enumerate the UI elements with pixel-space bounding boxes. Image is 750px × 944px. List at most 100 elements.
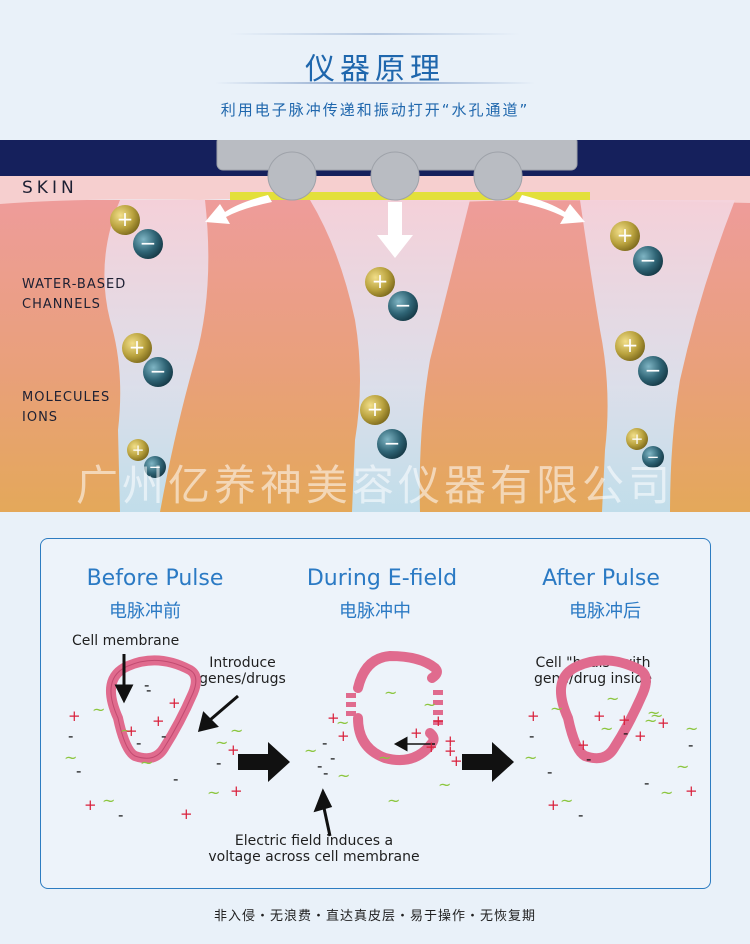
water-channels-label: WATER-BASED CHANNELS [22, 275, 126, 315]
negative-charge-symbol: - [688, 736, 693, 754]
negative-charge-symbol: - [578, 806, 583, 824]
arrow-right [518, 195, 585, 224]
efield-pointer [313, 788, 333, 813]
molecules-label-line2: IONS [22, 410, 59, 425]
molecule-symbol: ~ [140, 753, 153, 772]
molecule-symbol: ~ [560, 791, 573, 810]
negative-ion: − [642, 446, 664, 468]
positive-charge-symbol: + [685, 782, 698, 800]
efield-note: Electric field induces a voltage across … [196, 833, 432, 865]
molecule-symbol: ~ [524, 748, 537, 767]
cell-membrane-after [556, 655, 651, 764]
molecule-symbol: ~ [650, 706, 663, 725]
water-channels-label-line1: WATER-BASED [22, 277, 127, 292]
molecule-symbol: ~ [423, 695, 436, 714]
positive-charge-symbol: + [410, 724, 423, 742]
svg-text:−: − [645, 358, 662, 382]
arrow-left [205, 195, 272, 224]
svg-text:−: − [384, 431, 401, 455]
positive-charge-symbol: + [425, 738, 438, 756]
water-channels-label-line2: CHANNELS [22, 297, 101, 312]
positive-charge-symbol: + [152, 712, 165, 730]
positive-charge-symbol: + [634, 727, 647, 745]
negative-ion: − [638, 356, 668, 386]
molecule-symbol: ~ [207, 783, 220, 802]
svg-text:−: − [150, 359, 167, 383]
feature-footer: 非入侵・无浪费・直达真皮层・易于操作・无恢复期 [213, 909, 536, 924]
molecules-label: MOLECULES IONS [22, 388, 110, 428]
negative-charge-symbol: - [146, 681, 151, 699]
positive-charge-symbol: + [180, 805, 193, 823]
cell-membrane-during-bottom [353, 713, 439, 766]
company-watermark: 广州亿养神美容仪器有限公司 [75, 461, 674, 510]
positive-charge-symbol: + [125, 722, 138, 740]
positive-ion: + [626, 428, 648, 450]
cell-membrane-pointer [114, 684, 134, 704]
positive-charge-symbol: + [230, 782, 243, 800]
negative-ion: − [143, 357, 173, 387]
svg-text:+: + [617, 223, 634, 247]
skin-channel-diagram: + − + − + − + − + − + − + − + − [0, 140, 750, 512]
stage-title-before: Before Pulse [86, 566, 224, 591]
negative-charge-symbol: - [173, 770, 178, 788]
molecule-symbol: ~ [304, 741, 317, 760]
molecule-symbol: ~ [336, 713, 349, 732]
negative-ion: − [144, 456, 166, 478]
molecule-symbol: ~ [92, 700, 105, 719]
electrode-strip [230, 192, 590, 200]
molecule-symbol: ~ [660, 783, 673, 802]
positive-charge-symbol: + [84, 796, 97, 814]
transition-arrow-2 [462, 742, 514, 782]
molecule-symbol: ~ [102, 791, 115, 810]
negative-ion: − [388, 291, 418, 321]
svg-text:−: − [647, 448, 660, 466]
svg-text:−: − [640, 248, 657, 272]
negative-charge-symbol: - [323, 764, 328, 782]
svg-text:+: + [129, 335, 146, 359]
negative-charge-symbol: - [322, 734, 327, 752]
membrane-pores [346, 690, 443, 725]
stage-subtitle-before: 电脉冲前 [109, 601, 181, 622]
pulse-arrows [205, 195, 585, 258]
stage-subtitle-during: 电脉冲中 [339, 601, 411, 622]
header-section: 仪器原理 利用电子脉冲传递和振动打开“水孔通道” [0, 0, 750, 140]
negative-charge-symbol: - [76, 762, 81, 780]
positive-charge-symbol: + [577, 736, 590, 754]
molecule-symbol: ~ [644, 711, 657, 730]
molecule-symbol: ~ [384, 683, 397, 702]
svg-text:+: + [622, 333, 639, 357]
positive-charge-symbol: + [450, 752, 463, 770]
introduce-drugs-note-line1: Introduce [209, 655, 276, 671]
molecule-symbol: ~ [120, 721, 133, 740]
pointer-arrows [114, 654, 435, 837]
negative-charge-symbol: - [118, 806, 123, 824]
svg-text:+: + [132, 441, 145, 459]
molecule-symbol: ~ [387, 791, 400, 810]
stage-title-during: During E-field [306, 566, 458, 591]
negative-charge-symbol: - [529, 727, 534, 745]
svg-text:+: + [117, 207, 134, 231]
positive-ion: + [365, 267, 395, 297]
negative-ion: − [633, 246, 663, 276]
molecule-symbol: ~ [230, 721, 243, 740]
negative-charge-symbol: - [317, 757, 322, 775]
molecule-symbol: ~ [550, 699, 563, 718]
positive-charge-symbol: + [547, 796, 560, 814]
molecule-symbol: ~ [647, 703, 660, 722]
cell-membrane-note: Cell membrane [72, 633, 180, 649]
molecule-symbol: ~ [378, 748, 391, 767]
stage-subtitle-after: 电脉冲后 [569, 601, 641, 622]
efield-note-line2: voltage across cell membrane [208, 849, 420, 865]
water-channel-center [310, 200, 470, 512]
positive-ion: + [127, 439, 149, 461]
molecule-symbol: ~ [215, 733, 228, 752]
negative-charge-symbol: - [586, 750, 591, 768]
header-top-divider [230, 33, 520, 35]
water-channel-left [104, 200, 209, 512]
skin-label: SKIN [22, 178, 78, 198]
ion-group: + − + − + − + − + − + − + − + − [110, 205, 668, 478]
negative-charge-symbol: - [216, 754, 221, 772]
positive-charge-symbol: + [444, 742, 457, 760]
molecule-symbol: ~ [606, 689, 619, 708]
molecule-symbol: ~ [685, 719, 698, 738]
